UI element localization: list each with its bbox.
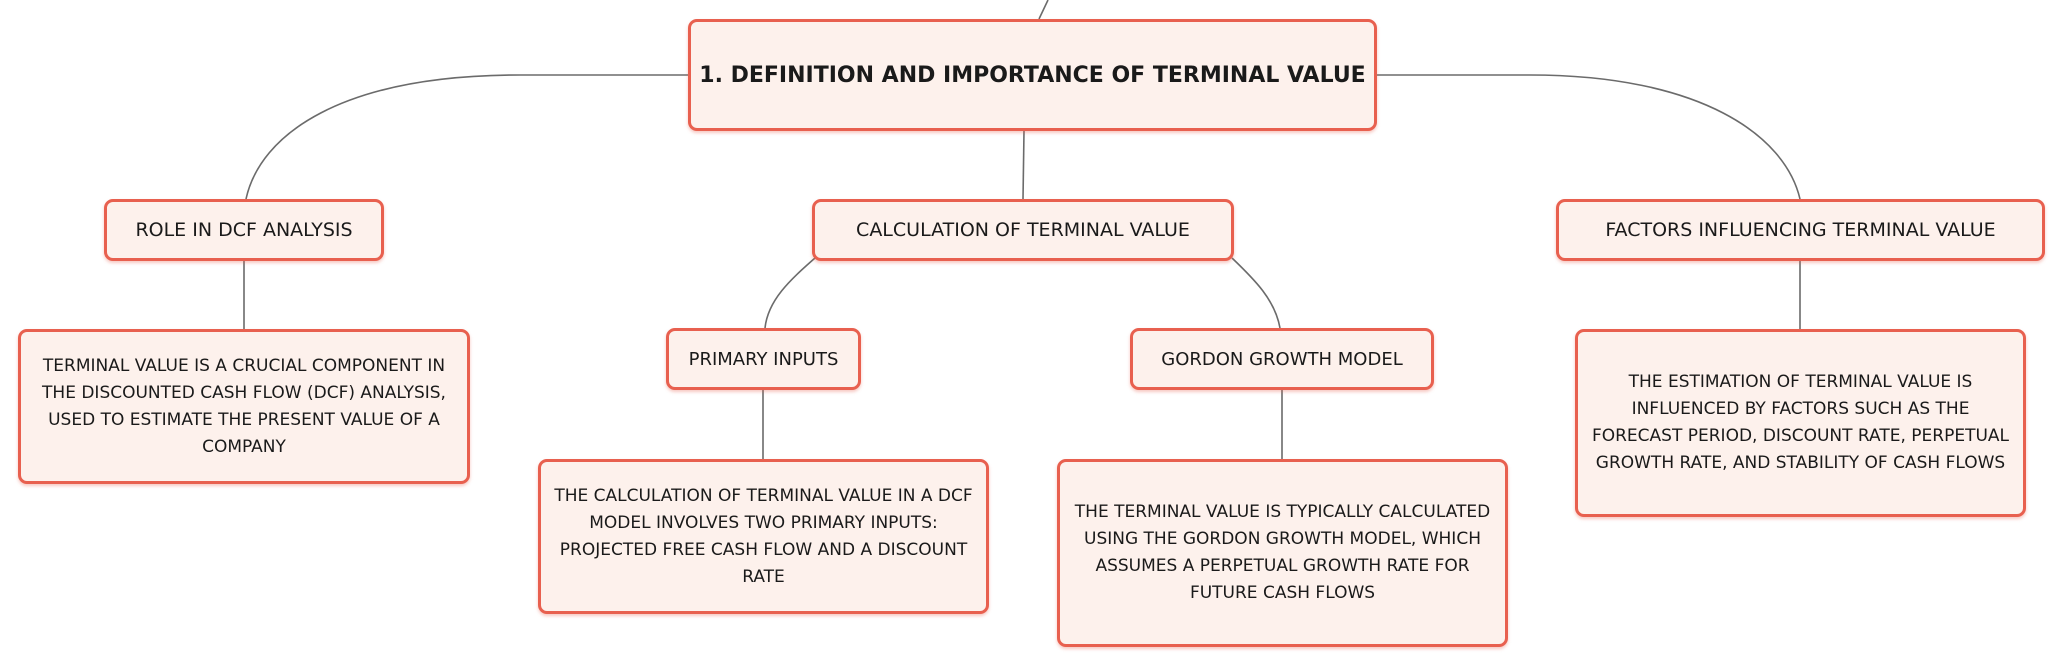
topic-label-role-in-dcf-analysis: ROLE IN DCF ANALYSIS — [135, 219, 353, 241]
connector-parent-root — [1038, 0, 1049, 20]
description-node-role-in-dcf-analysis[interactable]: TERMINAL VALUE IS A CRUCIAL COMPONENT IN… — [18, 329, 470, 484]
subtopic-node-gordon-growth-model[interactable]: GORDON GROWTH MODEL — [1130, 328, 1434, 390]
subtopic-label-primary-inputs: PRIMARY INPUTS — [688, 348, 839, 370]
central-topic-node[interactable]: 1. DEFINITION AND IMPORTANCE OF TERMINAL… — [688, 19, 1377, 131]
topic-node-calculation-of-terminal-value[interactable]: CALCULATION OF TERMINAL VALUE — [812, 199, 1234, 261]
description-node-gordon-growth-model[interactable]: THE TERMINAL VALUE IS TYPICALLY CALCULAT… — [1057, 459, 1508, 647]
subtopic-label-gordon-growth-model: GORDON GROWTH MODEL — [1161, 348, 1403, 370]
topic-node-factors-influencing-terminal-value[interactable]: FACTORS INFLUENCING TERMINAL VALUE — [1556, 199, 2045, 261]
topic-label-factors-influencing-terminal-value: FACTORS INFLUENCING TERMINAL VALUE — [1605, 219, 1996, 241]
description-text-gordon-growth-model: THE TERMINAL VALUE IS TYPICALLY CALCULAT… — [1074, 502, 1491, 603]
description-text-factors-influencing-terminal-value: THE ESTIMATION OF TERMINAL VALUE IS INFL… — [1591, 372, 2010, 473]
connector-calculation-gordon — [1231, 257, 1281, 329]
connector-root-role — [245, 74, 688, 200]
connector-root-calculation — [1022, 130, 1025, 200]
connector-root-factors — [1377, 74, 1801, 200]
central-topic-label: 1. DEFINITION AND IMPORTANCE OF TERMINAL… — [699, 62, 1366, 88]
connector-calculation-primary — [764, 257, 816, 329]
topic-label-calculation-of-terminal-value: CALCULATION OF TERMINAL VALUE — [856, 219, 1190, 241]
description-text-role-in-dcf-analysis: TERMINAL VALUE IS A CRUCIAL COMPONENT IN… — [42, 355, 446, 457]
description-node-primary-inputs[interactable]: THE CALCULATION OF TERMINAL VALUE IN A D… — [538, 459, 989, 614]
description-node-factors-influencing-terminal-value[interactable]: THE ESTIMATION OF TERMINAL VALUE IS INFL… — [1575, 329, 2026, 517]
description-text-primary-inputs: THE CALCULATION OF TERMINAL VALUE IN A D… — [554, 485, 973, 587]
subtopic-node-primary-inputs[interactable]: PRIMARY INPUTS — [666, 328, 861, 390]
topic-node-role-in-dcf-analysis[interactable]: ROLE IN DCF ANALYSIS — [104, 199, 384, 261]
